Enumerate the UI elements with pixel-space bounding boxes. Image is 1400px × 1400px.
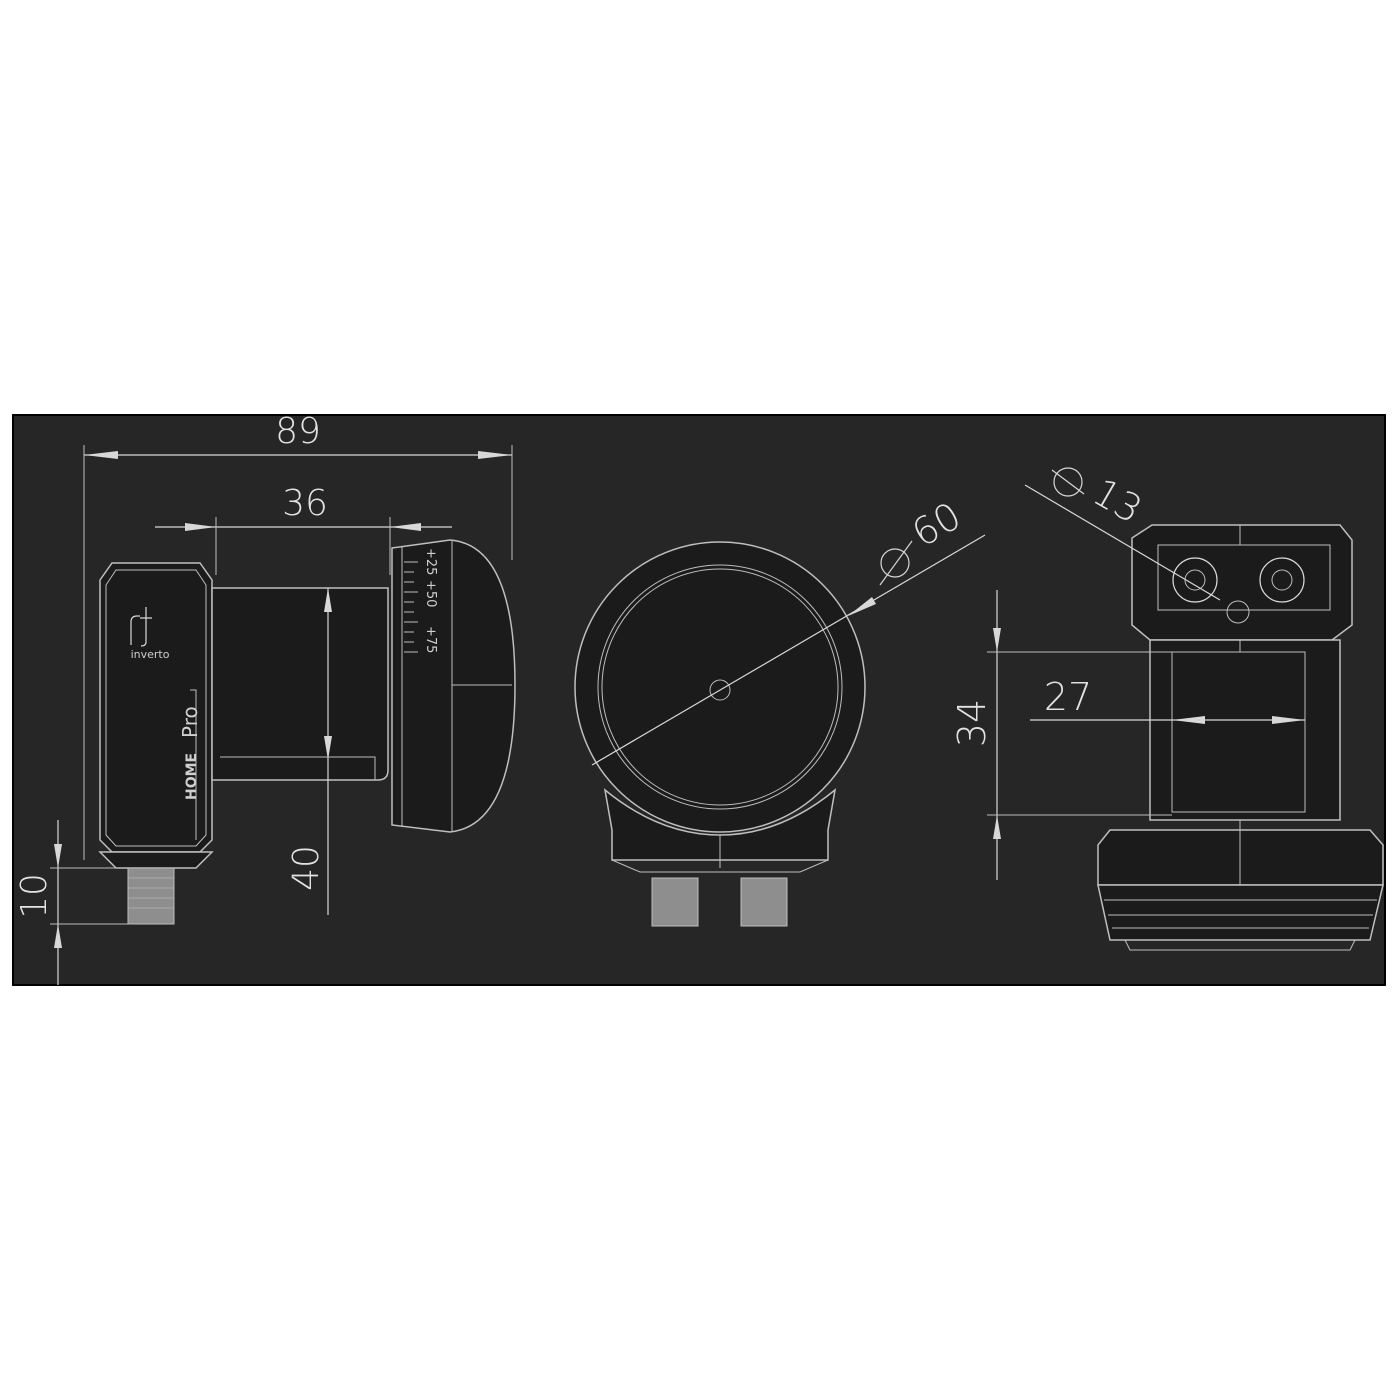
arrow-icon <box>390 523 421 531</box>
connector-housing <box>1131 524 1353 641</box>
lnb-body <box>99 562 213 853</box>
feed-horn-neck <box>211 587 389 781</box>
horn-flange <box>391 539 516 833</box>
neck-bracket <box>220 756 376 780</box>
dimension-overall-length: 89 <box>275 411 321 452</box>
arrow-down-icon <box>993 628 1001 652</box>
arrow-icon <box>848 597 876 616</box>
front-mount-bracket <box>603 788 837 861</box>
f-connector-right <box>740 877 788 927</box>
lnb-label-edge <box>190 689 197 840</box>
model-badge-label: HOME <box>184 753 200 800</box>
rear-body <box>1149 639 1341 821</box>
arrow-icon <box>185 523 216 531</box>
arrow-right-icon <box>478 451 512 459</box>
dimension-connector-diameter: 13 <box>1086 470 1150 532</box>
dimension-body-height: 34 <box>950 699 994 747</box>
dimension-connector-length: 10 <box>14 873 55 919</box>
housing-recess <box>1157 544 1331 611</box>
connector-base <box>98 851 214 869</box>
horn-outer-ring <box>574 541 866 833</box>
horn-inner-ring <box>597 564 843 810</box>
arrow-down-icon <box>324 736 332 760</box>
diameter-symbol-icon <box>1051 467 1085 497</box>
arrow-up-icon <box>993 815 1001 839</box>
dimension-line-connector-diameter <box>1024 484 1221 601</box>
flange-seam <box>451 540 512 832</box>
arrow-down-icon <box>54 844 62 868</box>
lnb-body-inner-edge <box>105 569 207 847</box>
side-view: 89 36 inverto Pro HOME <box>14 411 516 985</box>
arrow-up-icon <box>54 924 62 948</box>
brand-label: inverto <box>131 648 170 661</box>
arrow-icon <box>1272 716 1305 724</box>
scale-label-50: +50 <box>423 580 438 607</box>
connector-thread <box>128 877 174 909</box>
output-port-right <box>1259 557 1305 603</box>
rear-label-area <box>1171 651 1306 813</box>
f-connector-left <box>651 877 699 927</box>
arrow-icon <box>1172 716 1205 724</box>
scale-label-top: +25 <box>423 548 438 575</box>
flange-lip <box>1124 939 1356 951</box>
front-view: 60 <box>574 494 986 927</box>
skew-scale <box>404 561 418 653</box>
product-line-label: Pro <box>178 706 202 738</box>
inverto-logo-icon <box>130 607 152 647</box>
dimension-height: 40 <box>286 845 327 891</box>
horn-aperture <box>601 568 839 806</box>
diameter-symbol-icon <box>879 540 913 586</box>
arrow-left-icon <box>84 451 118 459</box>
flange-ridges <box>1104 899 1377 929</box>
scale-label-75: +75 <box>423 626 438 653</box>
dimension-horn-length: 36 <box>282 483 328 524</box>
rear-view: 13 34 27 <box>950 467 1384 951</box>
dimension-horn-diameter: 60 <box>905 494 969 556</box>
arrow-up-icon <box>324 588 332 612</box>
front-base-edge <box>611 859 829 873</box>
dimension-body-width: 27 <box>1044 675 1092 719</box>
rear-flange-bottom <box>1097 884 1384 941</box>
dimension-line-diameter <box>591 534 986 766</box>
f-connector <box>127 867 175 925</box>
drain-hole <box>1226 600 1250 624</box>
output-port-right-pin <box>1271 569 1293 591</box>
horn-center-mark <box>709 679 731 701</box>
output-port-left <box>1172 557 1218 603</box>
